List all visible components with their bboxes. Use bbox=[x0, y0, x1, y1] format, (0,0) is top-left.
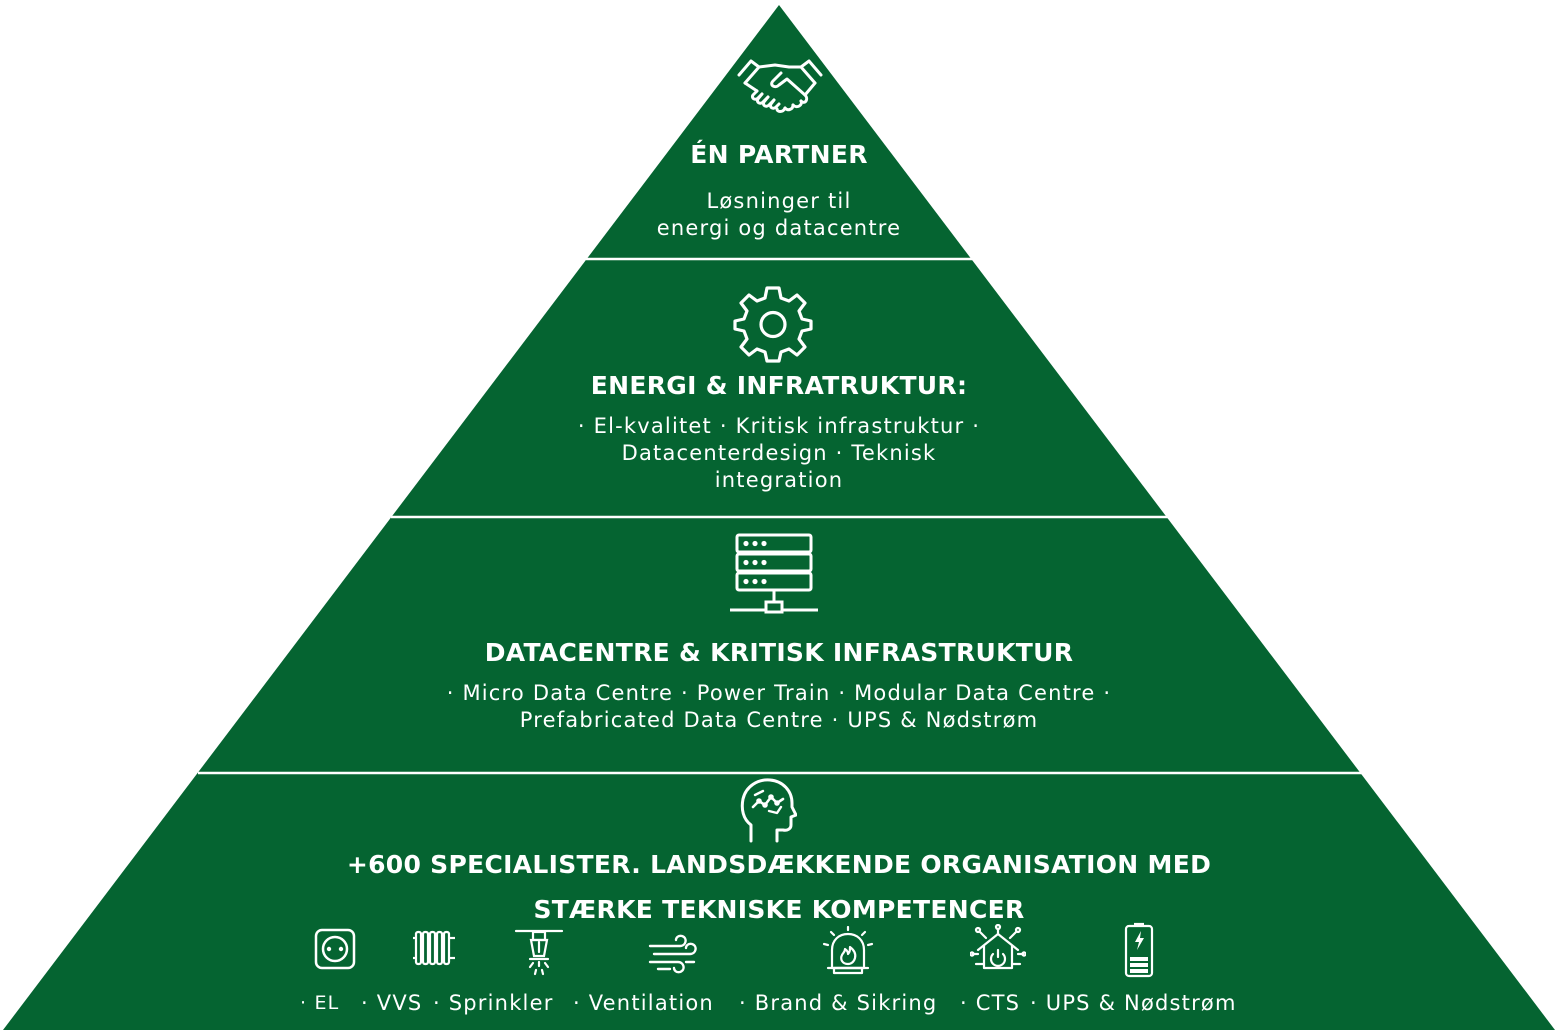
layer-2-line: Datacenterdesign · Teknisk bbox=[621, 441, 937, 465]
sprinkler-icon bbox=[514, 928, 564, 978]
server-icon bbox=[728, 533, 820, 617]
battery-icon bbox=[1124, 922, 1154, 978]
service-label-ups-nodstrom: · UPS & Nødstrøm bbox=[1030, 991, 1237, 1015]
layer-3-line: · Micro Data Centre · Power Train · Modu… bbox=[446, 681, 1112, 705]
layer-1-line: energi og datacentre bbox=[656, 216, 902, 240]
smart-home-icon bbox=[970, 924, 1026, 972]
fire-alarm-icon bbox=[822, 926, 874, 976]
layer-2-title: ENERGI & INFRATRUKTUR: bbox=[590, 371, 968, 400]
power-socket-icon bbox=[314, 928, 356, 970]
service-label-cts: · CTS bbox=[960, 991, 1021, 1015]
wind-icon bbox=[648, 932, 700, 976]
layer-4-title: +600 SPECIALISTER. LANDSDÆKKENDE ORGANIS… bbox=[229, 842, 1329, 932]
layer-4-title-line: +600 SPECIALISTER. LANDSDÆKKENDE ORGANIS… bbox=[346, 850, 1212, 879]
layer-1-line: Løsninger til bbox=[706, 189, 852, 213]
layer-1-description: Løsninger til energi og datacentre bbox=[579, 188, 979, 242]
handshake-icon bbox=[735, 55, 825, 117]
layer-2-line: · El-kvalitet · Kritisk infrastruktur · bbox=[577, 414, 981, 438]
radiator-icon bbox=[412, 930, 456, 968]
layer-1-title: ÉN PARTNER bbox=[690, 140, 868, 169]
layer-3-title: DATACENTRE & KRITISK INFRASTRUKTUR bbox=[484, 638, 1074, 667]
layer-4-title-line: STÆRKE TEKNISKE KOMPETENCER bbox=[533, 895, 1025, 924]
layer-2-description: · El-kvalitet · Kritisk infrastruktur · … bbox=[479, 413, 1079, 494]
service-label-ventilation: · Ventilation bbox=[573, 991, 714, 1015]
layer-3-description: · Micro Data Centre · Power Train · Modu… bbox=[329, 680, 1229, 734]
service-label-sprinkler: · Sprinkler bbox=[433, 991, 554, 1015]
service-label-vvs: · VVS bbox=[361, 991, 423, 1015]
service-label-brand-sikring: · Brand & Sikring bbox=[739, 991, 938, 1015]
head-brain-icon bbox=[739, 777, 797, 843]
gear-icon bbox=[733, 284, 813, 364]
service-label-el: · EL bbox=[300, 992, 340, 1014]
layer-2-line: integration bbox=[714, 468, 844, 492]
layer-3-line: Prefabricated Data Centre · UPS & Nødstr… bbox=[519, 708, 1039, 732]
